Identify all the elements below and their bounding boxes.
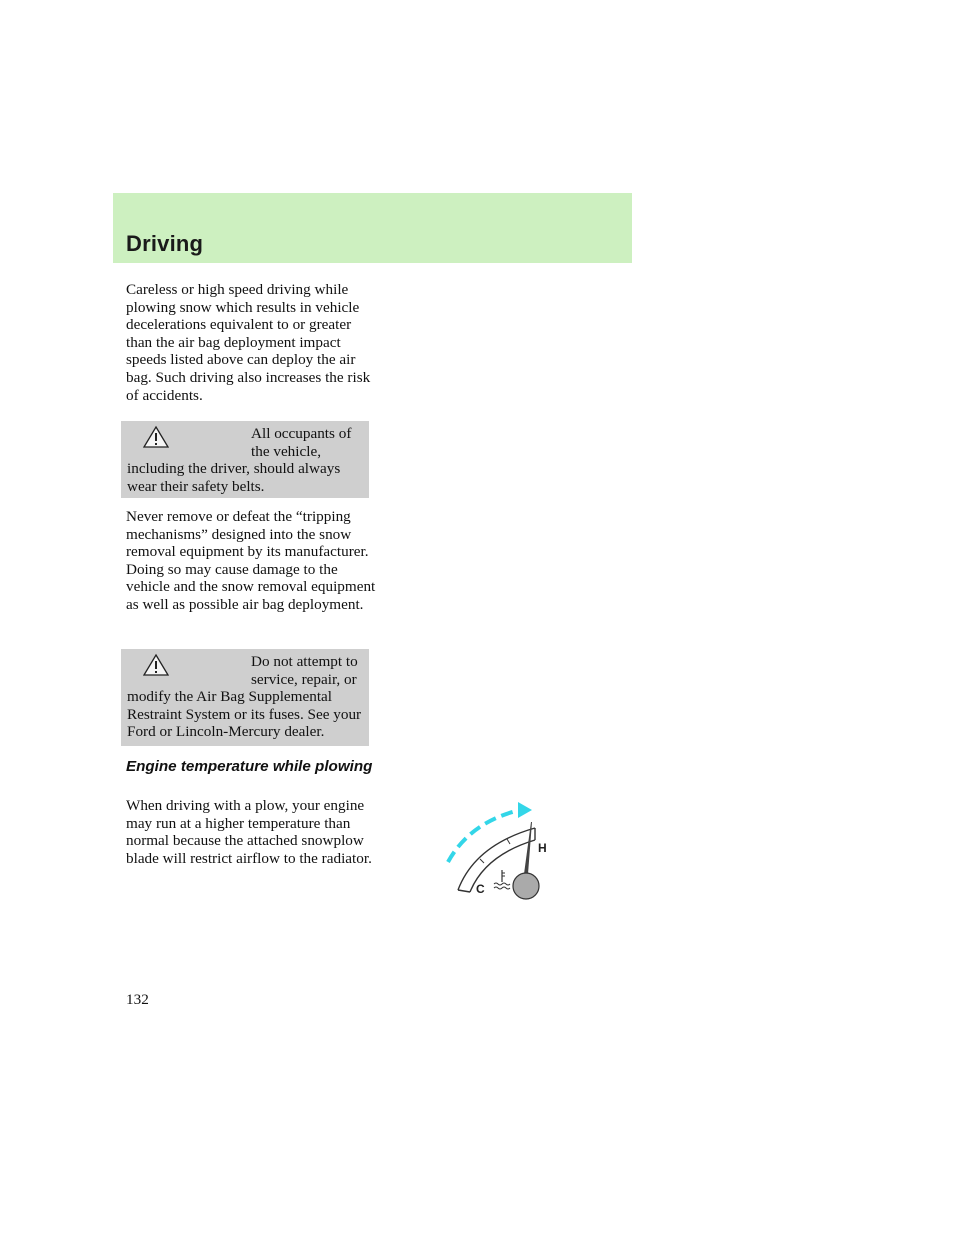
cold-label: C (476, 882, 485, 896)
paragraph-tripping-mechanisms: Never remove or defeat the “tripping mec… (126, 508, 376, 613)
warning-text-safety-belts: All occupants of the vehicle, including … (127, 425, 352, 495)
warning-box-air-bag-service: Do not attempt to service, repair, or mo… (121, 649, 369, 746)
arrow-head-icon (518, 802, 532, 818)
temperature-rise-arrow (446, 808, 521, 863)
subheading-engine-temperature: Engine temperature while plowing (126, 758, 373, 775)
warning-triangle-icon (143, 653, 169, 676)
warning-triangle-icon (143, 425, 169, 448)
gauge-needle-hub (512, 872, 540, 900)
section-title: Driving (126, 231, 204, 256)
coolant-temperature-gauge-icon: C H (446, 802, 547, 900)
gauge-needle (524, 822, 532, 874)
warning-box-safety-belts: All occupants of the vehicle, including … (121, 421, 369, 498)
paragraph-engine-temperature: When driving with a plow, your engine ma… (126, 797, 372, 867)
warning-text-air-bag-service: Do not attempt to service, repair, or mo… (127, 653, 362, 741)
page-number: 132 (126, 991, 149, 1008)
paragraph-careless-driving: Careless or high speed driving while plo… (126, 281, 371, 404)
coolant-symbol-icon (493, 870, 511, 890)
hot-label: H (538, 841, 547, 855)
section-header: Driving (113, 193, 632, 263)
